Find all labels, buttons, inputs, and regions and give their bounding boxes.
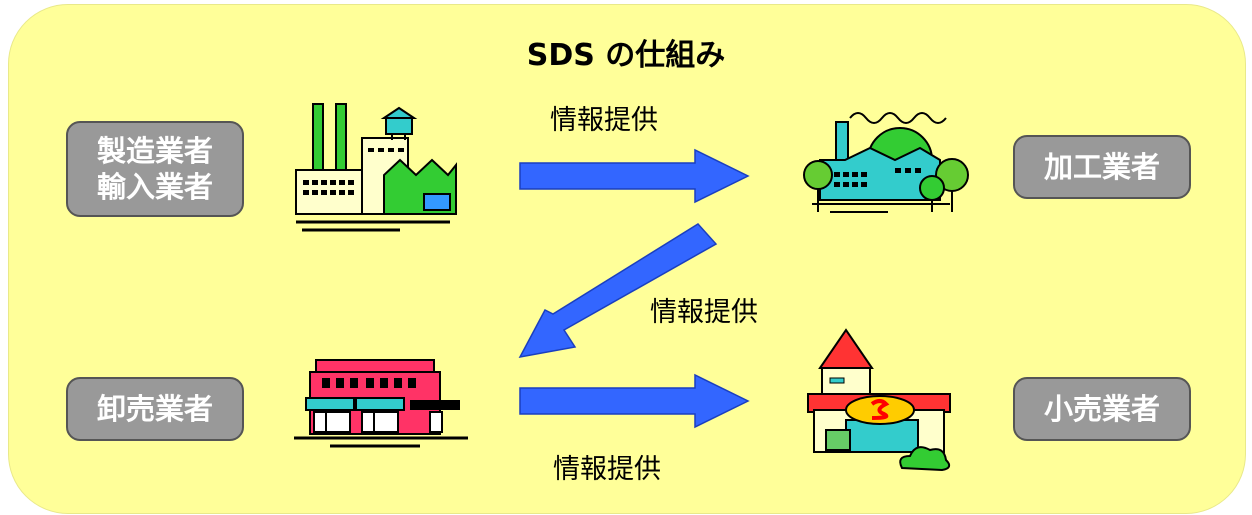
actor-importer-label: 輸入業者 — [96, 170, 213, 204]
arrow-wholesaler-to-retailer — [519, 373, 750, 429]
arrow-manufacturer-to-processor — [519, 148, 750, 204]
flow-label-manufacturer-to-processor: 情報提供 — [550, 105, 658, 136]
diagram-title: SDS の仕組み — [526, 38, 726, 73]
actor-wholesaler-label: 卸売業者 — [96, 392, 213, 426]
flow-label-processor-to-wholesaler: 情報提供 — [650, 297, 758, 328]
actor-retailer: 小売業者 — [1013, 377, 1191, 441]
actor-processor-label: 加工業者 — [1043, 150, 1160, 184]
processing-plant-icon — [803, 112, 969, 213]
actor-wholesaler: 卸売業者 — [66, 377, 244, 441]
actor-manufacturer-importer: 製造業者 輸入業者 — [66, 121, 244, 217]
wholesale-store-icon — [294, 359, 468, 448]
actor-retailer-label: 小売業者 — [1043, 392, 1160, 426]
actor-manufacturer-label: 製造業者 — [96, 134, 213, 168]
factory-icon — [295, 103, 457, 232]
arrow-processor-to-wholesaler — [518, 223, 718, 359]
actor-processor: 加工業者 — [1013, 135, 1191, 199]
flow-label-wholesaler-to-retailer: 情報提供 — [553, 454, 661, 485]
retail-store-icon — [807, 328, 951, 472]
